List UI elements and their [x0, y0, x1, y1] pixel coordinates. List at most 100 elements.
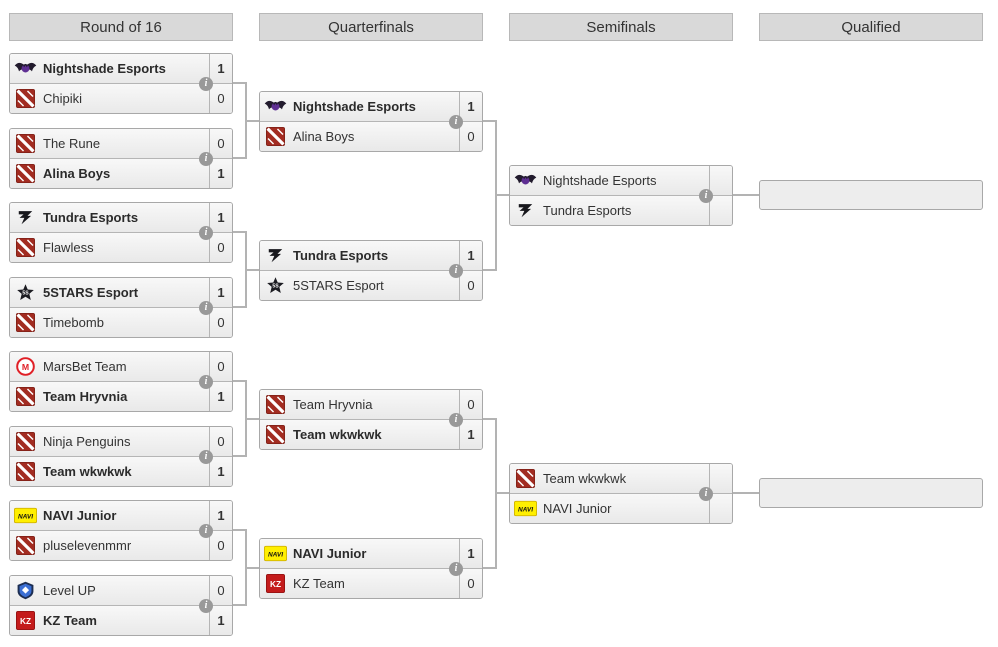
kz-logo-icon	[10, 611, 40, 630]
info-icon[interactable]: i	[199, 374, 213, 389]
team-name: Chipiki	[43, 91, 83, 106]
bracket-connector	[233, 604, 246, 606]
round-header-qualified: Qualified	[759, 13, 983, 41]
team-score: 1	[209, 606, 232, 635]
bracket-connector	[496, 194, 509, 196]
info-icon[interactable]: i	[199, 151, 213, 166]
team-name: Alina Boys	[293, 129, 355, 144]
team-name: Timebomb	[43, 315, 104, 330]
team-row[interactable]: pluselevenmmr 0	[10, 530, 232, 560]
bracket-connector	[246, 120, 259, 122]
info-icon[interactable]: i	[199, 598, 213, 613]
team-name: Alina Boys	[43, 166, 111, 181]
match: Nightshade Esports 1 Chipiki 0 i	[9, 53, 233, 114]
team-name: pluselevenmmr	[43, 538, 132, 553]
team-score	[709, 494, 732, 523]
match: MarsBet Team 0 Team Hryvnia 1 i	[9, 351, 233, 412]
info-icon[interactable]: i	[449, 114, 463, 129]
info-icon[interactable]: i	[449, 263, 463, 278]
team-score: 1	[209, 501, 232, 530]
team-row[interactable]: Level UP 0	[10, 576, 232, 605]
match: Team wkwkwk NAVI Junior i	[509, 463, 733, 524]
bracket-connector	[233, 157, 246, 159]
bracket-connector	[233, 231, 246, 233]
team-row[interactable]: NAVI Junior 1	[260, 539, 482, 568]
team-row[interactable]: Alina Boys 1	[10, 158, 232, 188]
team-score: 0	[209, 129, 232, 158]
match: Ninja Penguins 0 Team wkwkwk 1 i	[9, 426, 233, 487]
team-row[interactable]: Nightshade Esports 1	[260, 92, 482, 121]
info-icon[interactable]: i	[199, 449, 213, 464]
team-row[interactable]: Flawless 0	[10, 232, 232, 262]
team-name: 5STARS Esport	[293, 278, 384, 293]
info-icon[interactable]: i	[699, 486, 713, 501]
team-row[interactable]: Chipiki 0	[10, 83, 232, 113]
team-row[interactable]: Team Hryvnia 0	[260, 390, 482, 419]
team-row[interactable]: Team Hryvnia 1	[10, 381, 232, 411]
team-row[interactable]: Nightshade Esports 1	[10, 54, 232, 83]
team-name: Tundra Esports	[293, 248, 389, 263]
dota-logo-icon	[10, 536, 40, 555]
team-row[interactable]: NAVI Junior	[510, 493, 732, 523]
team-name: Team Hryvnia	[43, 389, 128, 404]
team-row[interactable]: Ninja Penguins 0	[10, 427, 232, 456]
match: Level UP 0 KZ Team 1 i	[9, 575, 233, 636]
team-name: MarsBet Team	[43, 359, 127, 374]
team-score: 1	[459, 420, 482, 449]
team-score: 0	[459, 390, 482, 419]
dota-logo-icon	[10, 89, 40, 108]
match: Tundra Esports 1 5STARS Esport 0 i	[259, 240, 483, 301]
match: Nightshade Esports 1 Alina Boys 0 i	[259, 91, 483, 152]
team-score: 1	[459, 92, 482, 121]
info-icon[interactable]: i	[449, 561, 463, 576]
team-row[interactable]: Team wkwkwk 1	[10, 456, 232, 486]
team-name: NAVI Junior	[293, 546, 367, 561]
team-score: 1	[209, 278, 232, 307]
bracket-connector	[246, 269, 259, 271]
team-row[interactable]: Team wkwkwk 1	[260, 419, 482, 449]
info-icon[interactable]: i	[199, 300, 213, 315]
team-row[interactable]: KZ Team 1	[10, 605, 232, 635]
team-row[interactable]: MarsBet Team 0	[10, 352, 232, 381]
team-row[interactable]: Nightshade Esports	[510, 166, 732, 195]
team-name: Team wkwkwk	[293, 427, 382, 442]
team-row[interactable]: Timebomb 0	[10, 307, 232, 337]
bracket-connector	[733, 492, 759, 494]
team-row[interactable]: Team wkwkwk	[510, 464, 732, 493]
info-icon[interactable]: i	[449, 412, 463, 427]
team-name: 5STARS Esport	[43, 285, 139, 300]
team-name: Team wkwkwk	[543, 471, 627, 486]
team-row[interactable]: 5STARS Esport 0	[260, 270, 482, 300]
team-score	[709, 166, 732, 195]
team-score: 1	[209, 203, 232, 232]
team-row[interactable]: The Rune 0	[10, 129, 232, 158]
team-row[interactable]: Tundra Esports 1	[10, 203, 232, 232]
team-row[interactable]: Tundra Esports	[510, 195, 732, 225]
team-name: Ninja Penguins	[43, 434, 131, 449]
info-icon[interactable]: i	[199, 225, 213, 240]
info-icon[interactable]: i	[699, 188, 713, 203]
team-row[interactable]: NAVI Junior 1	[10, 501, 232, 530]
team-name: Team Hryvnia	[293, 397, 373, 412]
dota-logo-icon	[260, 425, 290, 444]
qualified-slot	[759, 478, 983, 508]
team-row[interactable]: Tundra Esports 1	[260, 241, 482, 270]
nightshade-logo-icon	[510, 171, 540, 190]
team-score: 1	[209, 159, 232, 188]
team-row[interactable]: Alina Boys 0	[260, 121, 482, 151]
team-name: Tundra Esports	[43, 210, 139, 225]
dota-logo-icon	[260, 395, 290, 414]
navi-logo-icon	[10, 506, 40, 525]
info-icon[interactable]: i	[199, 76, 213, 91]
team-score: 0	[209, 352, 232, 381]
round-header-round-of-16: Round of 16	[9, 13, 233, 41]
match: 5STARS Esport 1 Timebomb 0 i	[9, 277, 233, 338]
team-score: 0	[209, 308, 232, 337]
team-row[interactable]: 5STARS Esport 1	[10, 278, 232, 307]
team-name: KZ Team	[293, 576, 345, 591]
info-icon[interactable]: i	[199, 523, 213, 538]
team-score: 1	[209, 54, 232, 83]
bracket-connector	[246, 418, 259, 420]
team-row[interactable]: KZ Team 0	[260, 568, 482, 598]
